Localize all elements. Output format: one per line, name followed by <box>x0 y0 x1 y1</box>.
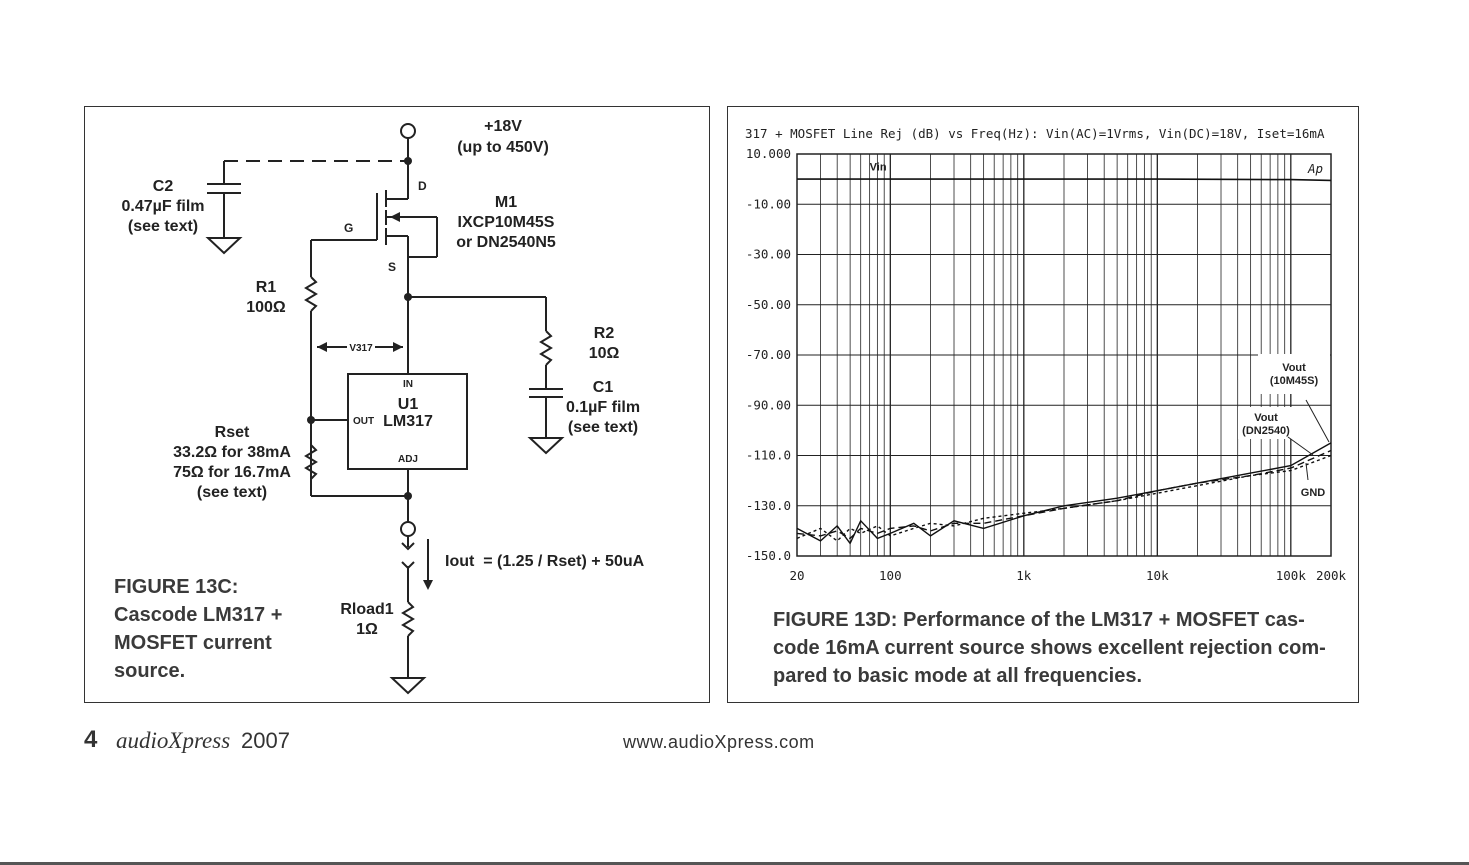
line-rejection-chart: 317 + MOSFET Line Rej (dB) vs Freq(Hz): … <box>745 126 1347 583</box>
y-tick-label: -90.00 <box>746 397 791 412</box>
u1-adj: ADJ <box>398 454 418 465</box>
figure-13c-panel: +18V (up to 450V) C2 0.47µF film (see te… <box>84 106 710 703</box>
annotation-gnd: GND <box>1301 487 1326 499</box>
website-url: www.audioXpress.com <box>623 732 815 752</box>
annotation-10m45s: (10M45S) <box>1270 375 1319 387</box>
supply-note: (up to 450V) <box>457 139 549 156</box>
y-tick-labels: 10.000 -10.00 -30.00 -50.00 -70.00 -90.00 -110… <box>746 146 791 563</box>
m1-part2: or DN2540N5 <box>456 234 556 251</box>
series-line-vout-dn2540 <box>796 449 1332 540</box>
r1-value: 100Ω <box>246 299 286 316</box>
chart-grid <box>796 153 1332 557</box>
annotation-bg-10m45s <box>1258 354 1330 394</box>
c1-note: (see text) <box>568 419 638 436</box>
annotation-bg-dn2540 <box>1238 407 1314 439</box>
x-tick-label: 1k <box>1016 568 1032 583</box>
x-tick-label: 100 <box>879 568 902 583</box>
x-tick-label: 20 <box>789 568 804 583</box>
y-tick-label: -50.00 <box>746 297 791 312</box>
annotation-leader <box>1287 436 1314 456</box>
c2-value: 0.47µF film <box>121 198 204 215</box>
c2-ground <box>205 237 243 255</box>
figure-13d-panel: 317 + MOSFET Line Rej (dB) vs Freq(Hz): … <box>727 106 1359 703</box>
x-tick-label: 10k <box>1146 568 1169 583</box>
supply-label: +18V <box>484 118 522 135</box>
annotation-vin: Vin <box>870 161 887 173</box>
x-tick-label: 200k <box>1316 568 1347 583</box>
x-tick-label: 100k <box>1276 568 1307 583</box>
bottom-edge-rule <box>0 862 1469 865</box>
rset-value-1: 33.2Ω for 38mA <box>173 444 291 461</box>
series-line-vin <box>797 178 1332 182</box>
c2-name: C2 <box>153 178 174 195</box>
m1-part1: IXCP10M45S <box>458 214 555 231</box>
y-tick-label: 10.000 <box>746 146 791 161</box>
figure-13c-caption: FIGURE 13C: Cascode LM317 + MOSFET curre… <box>114 576 283 682</box>
rload-name: Rload1 <box>340 601 393 618</box>
r2-value: 10Ω <box>589 345 620 362</box>
c1-ground <box>527 437 565 455</box>
c2-note: (see text) <box>128 218 198 235</box>
y-tick-label: -70.00 <box>746 347 791 362</box>
series-line-vout-10m45s <box>796 442 1332 545</box>
y-tick-label: -30.00 <box>746 247 791 262</box>
iout-formula: Iout = (1.25 / Rset) + 50uA <box>445 553 645 570</box>
supply-terminal <box>400 123 416 139</box>
pin-d: D <box>418 179 427 193</box>
y-tick-label: -110.0 <box>746 448 791 463</box>
u1-out: OUT <box>353 416 374 427</box>
annotation-dn2540: (DN2540) <box>1242 425 1290 437</box>
u1-part: LM317 <box>383 413 433 430</box>
rload-value: 1Ω <box>356 621 378 638</box>
x-tick-labels: 20 100 1k 10k 100k 200k <box>789 568 1346 583</box>
annotation-leader <box>1305 399 1330 443</box>
r2-name: R2 <box>594 325 615 342</box>
rset-note: (see text) <box>197 484 267 501</box>
u1-in: IN <box>403 379 413 390</box>
magazine-name: audioXpress <box>116 728 231 753</box>
chart-title: 317 + MOSFET Line Rej (dB) vs Freq(Hz): … <box>745 126 1325 141</box>
r1-name: R1 <box>256 279 277 296</box>
figure-13d-caption: FIGURE 13D: Performance of the LM317 + M… <box>773 609 1326 687</box>
page-number: 4 <box>84 726 98 753</box>
pin-g: G <box>344 221 353 235</box>
u1-name: U1 <box>398 396 419 413</box>
output-terminal <box>400 521 416 537</box>
c1-value: 0.1µF film <box>566 399 640 416</box>
ap-logo: Ap <box>1307 161 1323 176</box>
series-line-gnd <box>796 454 1332 542</box>
y-tick-label: -10.00 <box>746 196 791 211</box>
v317-label: V317 <box>349 343 373 354</box>
annotation-bg-gnd <box>1294 483 1330 501</box>
schematic-diagram: +18V (up to 450V) C2 0.47µF film (see te… <box>121 118 645 695</box>
c1-name: C1 <box>593 379 614 396</box>
y-tick-label: -130.0 <box>746 498 791 513</box>
m1-name: M1 <box>495 194 517 211</box>
pin-s: S <box>388 260 396 274</box>
annotation-vout-2: Vout <box>1254 412 1278 424</box>
chart-series <box>796 178 1332 545</box>
rset-name: Rset <box>215 424 250 441</box>
annotation-leader <box>1305 462 1309 481</box>
rload-ground <box>389 677 427 695</box>
rset-value-2: 75Ω for 16.7mA <box>173 464 291 481</box>
y-tick-label: -150.0 <box>746 548 791 563</box>
issue-year: 2007 <box>241 728 290 753</box>
annotation-vout-1: Vout <box>1282 362 1306 374</box>
